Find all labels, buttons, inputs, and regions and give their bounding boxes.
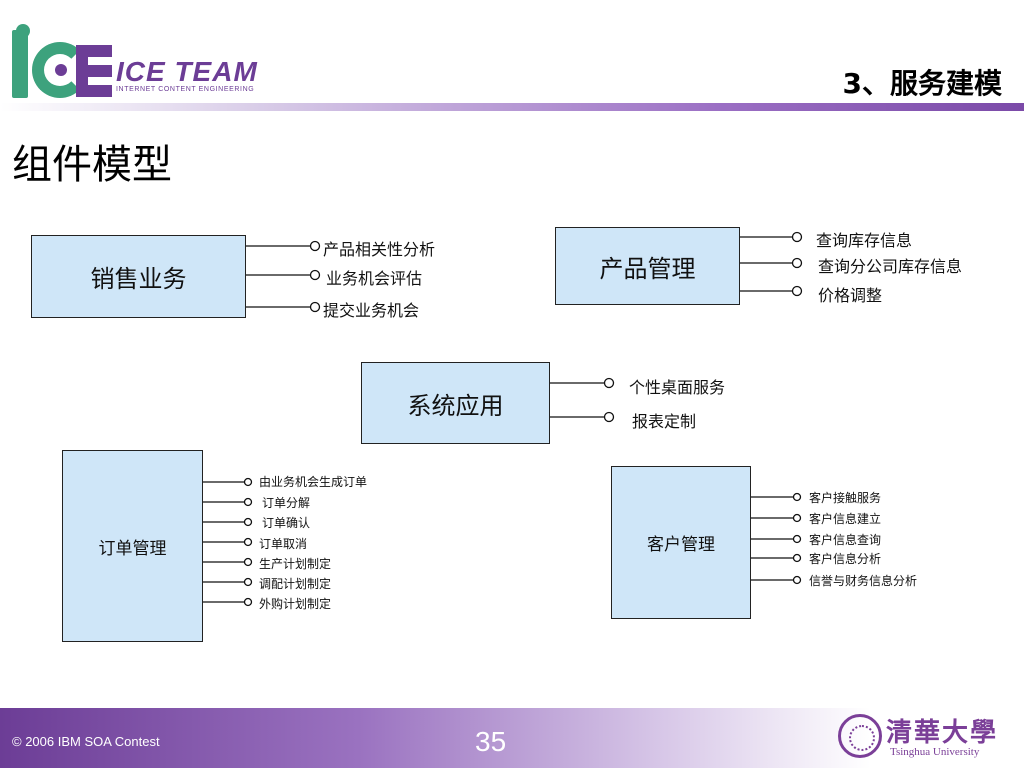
- university-name-cn: 清華大學: [886, 718, 999, 748]
- product-service-label: 查询库存信息: [816, 231, 913, 250]
- sales-service-label: 提交业务机会: [323, 301, 420, 320]
- system-service-label: 报表定制: [632, 412, 697, 431]
- order-service-label: 订单分解: [262, 496, 311, 510]
- ice-team-logo: ICE TEAM INTERNET CONTENT ENGINEERING: [0, 0, 290, 110]
- product-component-title: 产品管理: [599, 254, 696, 283]
- system-component-box: 系统应用: [361, 362, 550, 444]
- product-component-box: 产品管理: [555, 227, 740, 305]
- sales-service-label: 产品相关性分析: [323, 240, 436, 259]
- sales-component-box: 销售业务: [31, 235, 246, 318]
- order-component-box: 订单管理: [62, 450, 203, 642]
- customer-service-label: 信誉与财务信息分析: [809, 574, 918, 588]
- logo-text: ICE TEAM: [116, 56, 258, 87]
- page-number: 35: [475, 726, 507, 757]
- customer-service-label: 客户信息查询: [809, 533, 882, 547]
- customer-service-label: 客户信息建立: [809, 512, 882, 526]
- system-service-label: 个性桌面服务: [629, 378, 726, 397]
- order-service-label: 外购计划制定: [259, 597, 332, 611]
- order-service-label: 订单取消: [259, 537, 308, 551]
- system-component-title: 系统应用: [407, 391, 504, 420]
- order-service-label: 调配计划制定: [259, 577, 332, 591]
- customer-component-title: 客户管理: [647, 535, 715, 555]
- logo-center-dot-icon: [55, 64, 67, 76]
- customer-service-label: 客户信息分析: [809, 552, 882, 566]
- order-service-label: 订单确认: [262, 516, 311, 530]
- sales-component-title: 销售业务: [90, 265, 187, 293]
- logo-e-icon: [76, 45, 112, 97]
- order-service-label: 由业务机会生成订单: [259, 475, 368, 489]
- page-title: 组件模型: [12, 142, 172, 188]
- customer-service-label: 客户接触服务: [809, 491, 882, 505]
- copyright-text: © 2006 IBM SOA Contest: [12, 734, 160, 749]
- sales-service-label: 业务机会评估: [326, 269, 423, 288]
- logo-subtitle: INTERNET CONTENT ENGINEERING: [116, 86, 255, 93]
- product-service-label: 查询分公司库存信息: [818, 257, 963, 276]
- order-service-label: 生产计划制定: [259, 557, 332, 571]
- order-component-title: 订单管理: [98, 538, 167, 559]
- header-divider: [0, 103, 1024, 111]
- product-service-label: 价格调整: [818, 286, 883, 305]
- logo-i-icon: [12, 30, 28, 98]
- tsinghua-seal-icon: [838, 714, 882, 758]
- customer-component-box: 客户管理: [611, 466, 751, 619]
- section-title: 3、服务建模: [842, 67, 1002, 100]
- university-name-en: Tsinghua University: [890, 746, 980, 758]
